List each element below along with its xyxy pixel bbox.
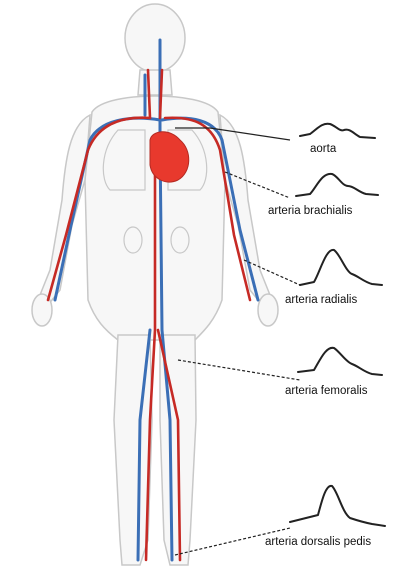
pulse-waveforms [290, 124, 385, 526]
label-arteria-radialis: arteria radialis [285, 294, 357, 306]
waveform-femoralis [298, 348, 382, 375]
label-aorta: aorta [310, 143, 336, 155]
label-arteria-brachialis: arteria brachialis [268, 205, 352, 217]
waveform-radialis [300, 250, 382, 285]
waveform-aorta [300, 124, 375, 138]
label-arteria-femoralis: arteria femoralis [285, 385, 367, 397]
leader-line-femoralis [178, 360, 300, 380]
waveform-brachialis [296, 174, 378, 196]
label-arteria-dorsalis-pedis: arteria dorsalis pedis [265, 536, 371, 548]
waveform-dorsalis-pedis [290, 486, 385, 526]
